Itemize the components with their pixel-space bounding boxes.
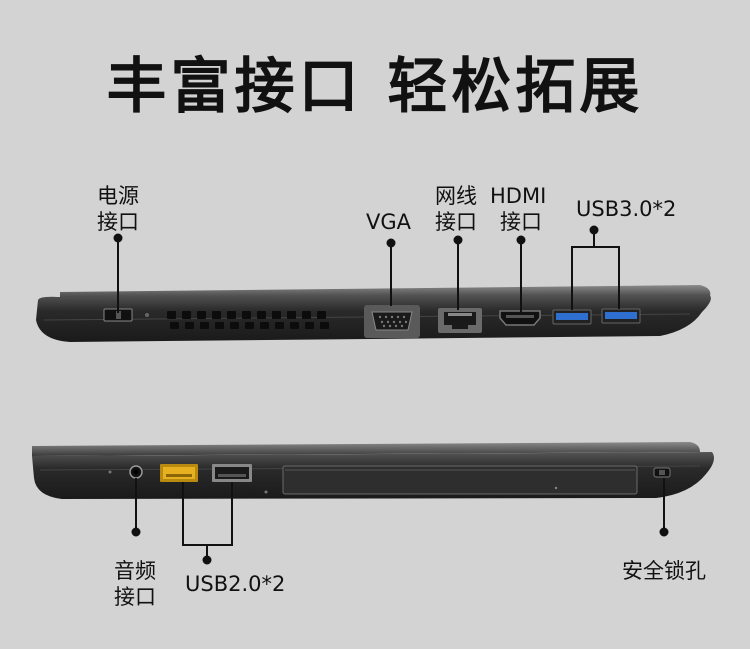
label-ethernet-port: 网线 接口 bbox=[435, 183, 477, 235]
power-port-icon bbox=[103, 308, 133, 322]
label-audio-line1: 音频 bbox=[114, 559, 156, 583]
label-power-port: 电源 接口 bbox=[97, 183, 139, 235]
label-audio-port: 音频 接口 bbox=[114, 558, 156, 610]
usb3-port-1-icon bbox=[552, 309, 592, 325]
label-hdmi-line1: HDMI bbox=[490, 184, 547, 208]
led-dot-icon bbox=[145, 313, 149, 317]
label-security-lock: 安全锁孔 bbox=[622, 559, 706, 583]
label-power-line2: 接口 bbox=[97, 210, 139, 234]
vga-port-icon bbox=[364, 305, 420, 338]
hdmi-port-icon bbox=[499, 310, 541, 326]
audio-jack-icon bbox=[129, 465, 143, 479]
label-hdmi-line2: 接口 bbox=[500, 210, 542, 234]
vent-slots-icon bbox=[167, 311, 329, 329]
top-callout-lines bbox=[113, 225, 620, 313]
laptop-left-side bbox=[36, 285, 711, 342]
mic-dot-icon bbox=[108, 470, 112, 474]
bottom-callout-lines bbox=[131, 478, 669, 565]
label-ethernet-line1: 网线 bbox=[435, 184, 477, 208]
security-lock-slot-icon bbox=[653, 467, 671, 478]
usb3-port-2-icon bbox=[601, 308, 641, 324]
label-audio-line2: 接口 bbox=[114, 585, 156, 609]
indicator-dot-icon bbox=[264, 490, 268, 494]
label-usb3-ports: USB3.0*2 bbox=[576, 197, 677, 221]
usb2-port-yellow-icon bbox=[160, 464, 198, 482]
optical-drive-tray-icon bbox=[282, 465, 638, 495]
label-usb2-ports: USB2.0*2 bbox=[185, 572, 286, 596]
usb2-port-black-icon bbox=[212, 464, 252, 482]
laptop-right-side bbox=[32, 442, 714, 499]
label-hdmi-port: HDMI 接口 bbox=[490, 183, 546, 235]
ethernet-port-icon bbox=[438, 308, 482, 333]
label-power-line1: 电源 bbox=[97, 184, 139, 208]
page-title: 丰富接口 轻松拓展 bbox=[106, 52, 644, 122]
label-vga-port: VGA bbox=[366, 210, 412, 234]
label-ethernet-line2: 接口 bbox=[435, 210, 477, 234]
